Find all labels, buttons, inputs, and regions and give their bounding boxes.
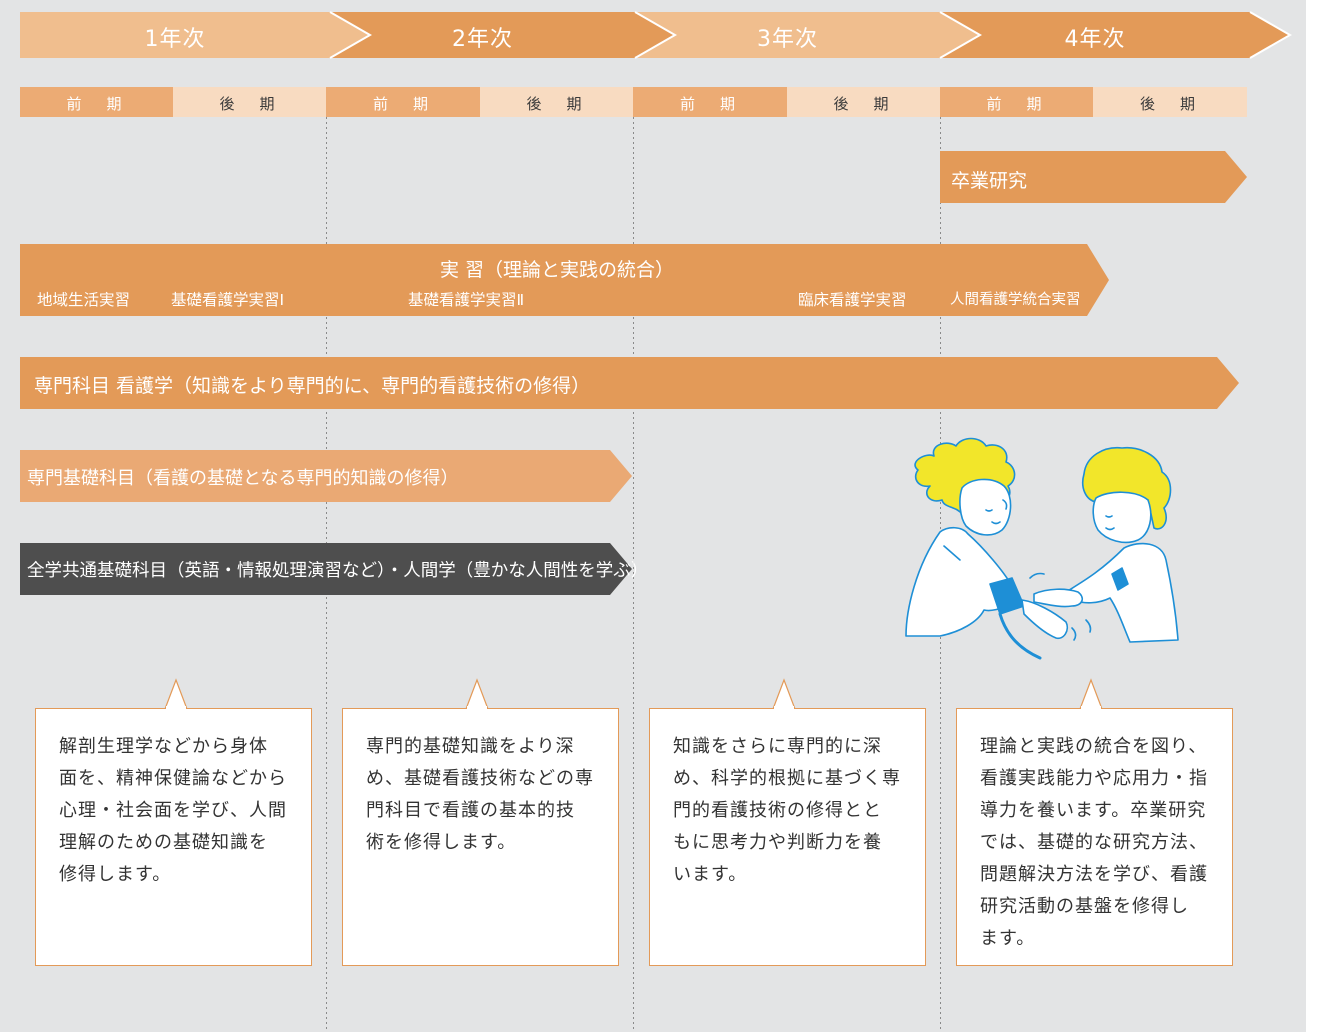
description-line: 研究活動の基盤を修得し: [980, 896, 1189, 917]
practicum-item: 人間看護学統合実習: [950, 292, 1081, 308]
year-chevron-1: [20, 12, 370, 58]
description-box-year3: 知識をさらに専門的に深 め、科学的根拠に基づく専 門的看護技術の修得とと もに思…: [649, 708, 926, 966]
practicum-item: 臨床看護学実習: [798, 291, 907, 309]
year-label-1: 1年次: [144, 27, 206, 52]
term-cell: [787, 87, 940, 117]
description-line: 理論と実践の統合を図り、: [980, 736, 1208, 757]
year-chevron-3: [635, 12, 980, 58]
practicum-item: 基礎看護学実習Ⅱ: [408, 291, 525, 309]
year-chevron-2: [330, 12, 675, 58]
description-line: 問題解決方法を学び、看護: [980, 864, 1208, 885]
description-line: 理解のための基礎知識を: [59, 832, 268, 853]
term-cell: [326, 87, 480, 117]
graduation-research-label: 卒業研究: [951, 170, 1028, 192]
bar-specialty-basics: [20, 450, 632, 502]
term-cell: [1093, 87, 1247, 117]
description-box-year2: 専門的基礎知識をより深 め、基礎看護技術などの専 門科目で看護の基本的技 術を修…: [342, 708, 619, 966]
term-cell: [940, 87, 1093, 117]
callout-pointer: [465, 678, 489, 710]
term-label: 前 期: [986, 95, 1047, 113]
term-cell: [633, 87, 787, 117]
description-line: 門科目で看護の基本的技: [366, 800, 575, 821]
description-line: 専門的基礎知識をより深: [366, 736, 575, 757]
term-label: 後 期: [219, 95, 280, 113]
description-line: め、基礎看護技術などの専: [366, 768, 594, 789]
description-line: います。: [673, 864, 748, 885]
callout-pointer: [164, 678, 188, 710]
term-label: 後 期: [833, 95, 894, 113]
description-line: もに思考力や判断力を養: [673, 832, 882, 853]
practicum-item: 基礎看護学実習Ⅰ: [171, 291, 285, 309]
description-line: 心理・社会面を学び、人間: [59, 800, 287, 821]
term-cell: [173, 87, 326, 117]
description-line: 導力を養います。卒業研究: [980, 800, 1207, 821]
term-label: 後 期: [526, 95, 587, 113]
year-label-2: 2年次: [452, 27, 513, 52]
term-label: 後 期: [1139, 95, 1200, 113]
bar-general-basics: [20, 543, 632, 595]
year-label-4: 4年次: [1064, 27, 1126, 52]
nurse-illustration: [905, 437, 1179, 660]
year-chevron-4: [940, 12, 1290, 58]
bar-nursing-specialty: [20, 357, 1239, 409]
year-label-3: 3年次: [757, 27, 818, 52]
term-cell: [20, 87, 173, 117]
general-basics-label: 全学共通基礎科目（英語・情報処理演習など）・人間学（豊かな人間性を学ぶ）: [27, 561, 649, 581]
description-box-year1: 解剖生理学などから身体 面を、精神保健論などから 心理・社会面を学び、人間 理解…: [35, 708, 312, 966]
description-line: では、基礎的な研究方法、: [980, 832, 1208, 853]
description-line: 修得します。: [59, 864, 172, 885]
practicum-item: 地域生活実習: [37, 291, 131, 309]
bar-practicum: [20, 244, 1109, 316]
term-cell: [480, 87, 633, 117]
description-line: 知識をさらに専門的に深: [673, 736, 882, 757]
bar-graduation-research: [940, 151, 1247, 203]
specialty-basics-label: 専門基礎科目（看護の基礎となる専門的知識の修得）: [27, 468, 459, 489]
description-line: 面を、精神保健論などから: [59, 768, 287, 789]
term-label: 前 期: [66, 95, 127, 113]
term-label: 前 期: [372, 95, 433, 113]
nursing-specialty-label: 専門科目 看護学（知識をより専門的に、専門的看護技術の修得）: [34, 375, 591, 397]
description-line: 解剖生理学などから身体: [59, 736, 268, 757]
description-line: 門的看護技術の修得とと: [673, 800, 882, 821]
description-line: 術を修得します。: [366, 832, 517, 853]
description-line: ます。: [980, 928, 1036, 949]
description-line: 看護実践能力や応用力・指: [980, 768, 1208, 789]
description-box-year4: 理論と実践の統合を図り、 看護実践能力や応用力・指 導力を養います。卒業研究 で…: [956, 708, 1233, 966]
callout-pointer: [772, 678, 796, 710]
term-label: 前 期: [679, 95, 740, 113]
description-line: め、科学的根拠に基づく専: [673, 768, 901, 789]
practicum-title: 実 習（理論と実践の統合）: [440, 259, 675, 281]
callout-pointer: [1079, 678, 1103, 710]
